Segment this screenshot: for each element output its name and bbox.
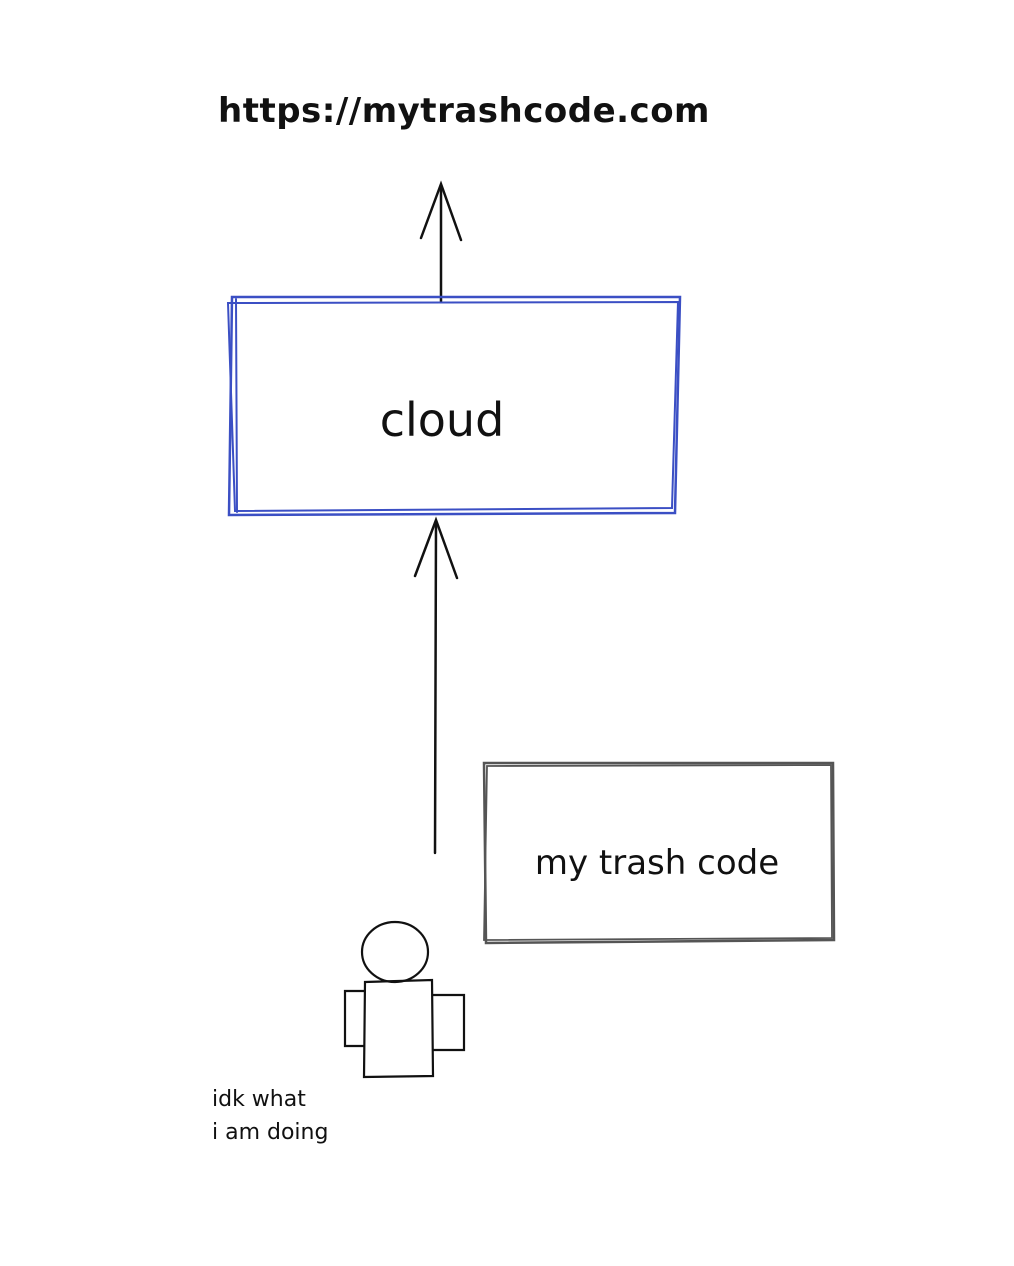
person-caption-line2: i am doing [212,1120,328,1145]
person-left-arm [343,989,366,1048]
url-label: https://mytrashcode.com [218,91,710,131]
person-head [360,920,430,984]
person-body [362,978,435,1079]
person-caption-line1: idk what [212,1087,306,1112]
arrow-person-to-cloud [413,516,459,855]
code-box [482,761,836,945]
code-label: my trash code [535,843,779,883]
person-right-arm [431,993,466,1052]
cloud-label: cloud [380,393,505,447]
person-icon [343,920,466,1079]
arrow-cloud-to-url [419,180,463,304]
cloud-box [226,295,682,517]
